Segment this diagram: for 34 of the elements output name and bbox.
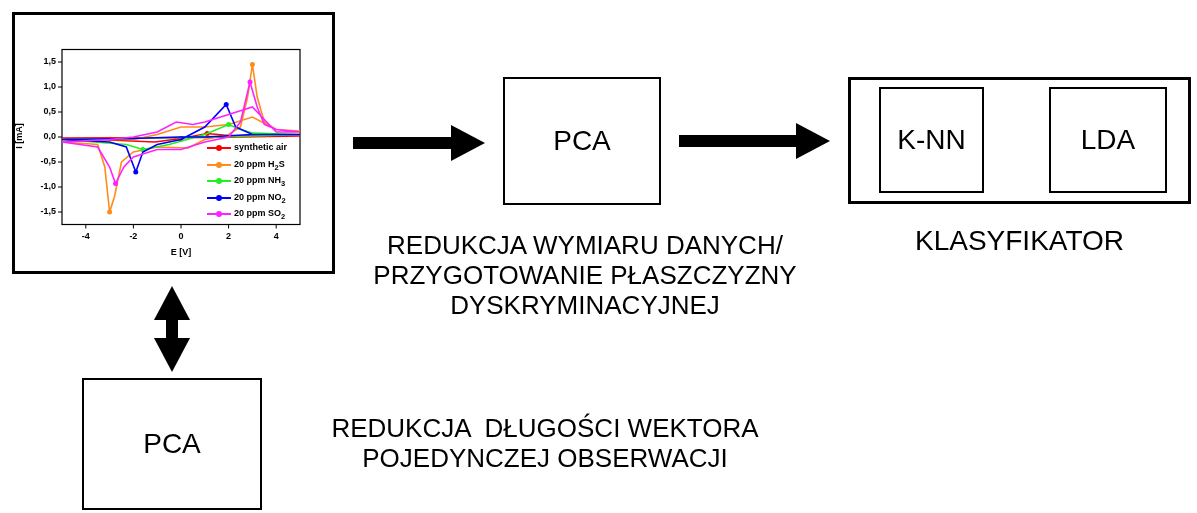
chart-frame xyxy=(12,12,335,274)
legend-label: synthetic air xyxy=(234,142,288,152)
axis-tick-label: 1,5 xyxy=(43,56,56,66)
arrow xyxy=(679,123,830,159)
legend-label: 20 ppm SO$_{2}$ xyxy=(234,208,286,221)
legend-label: 20 ppm NO$_{2}$ xyxy=(234,191,286,205)
node-label: K-NN xyxy=(897,124,966,156)
process-box xyxy=(503,77,661,205)
axis-tick-label: -1,5 xyxy=(40,206,56,216)
axis-tick-label: -1,0 xyxy=(40,181,56,191)
process-box xyxy=(1049,87,1167,193)
axis-tick-label: 0 xyxy=(177,230,185,241)
axis-title: E [V] xyxy=(169,246,193,257)
legend-label: 20 ppm H$_{2}$S xyxy=(234,158,285,172)
axis-tick-label: 4 xyxy=(272,230,280,241)
axis-tick-label: -0,5 xyxy=(40,156,56,166)
axis-title: I [mA] xyxy=(13,123,24,149)
axis-tick-label: -2 xyxy=(128,230,139,241)
process-box xyxy=(879,87,984,193)
axis-tick-label: 1,0 xyxy=(43,81,56,91)
heading: KLASYFIKATOR xyxy=(914,225,1125,257)
arrow xyxy=(353,125,485,161)
process-box xyxy=(82,378,262,510)
note-text: REDUKCJA WYMIARU DANYCH/ PRZYGOTOWANIE PŁASZCZYZNY DYSKRYMINACYJNEJ xyxy=(372,230,798,320)
axis-tick-label: 2 xyxy=(225,230,233,241)
legend-label: 20 ppm NH$_{3}$ xyxy=(234,175,286,188)
node-label: PCA xyxy=(553,125,611,157)
node-label: PCA xyxy=(143,428,201,460)
note-text: REDUKCJA DŁUGOŚCI WEKTORA POJEDYNCZEJ OBSERWACJI xyxy=(330,413,760,473)
node-label: LDA xyxy=(1080,124,1136,156)
axis-tick-label: 0,0 xyxy=(43,131,56,141)
axis-tick-label: -4 xyxy=(80,230,91,241)
axis-tick-label: 0,5 xyxy=(43,106,56,116)
double-arrow xyxy=(154,286,190,372)
